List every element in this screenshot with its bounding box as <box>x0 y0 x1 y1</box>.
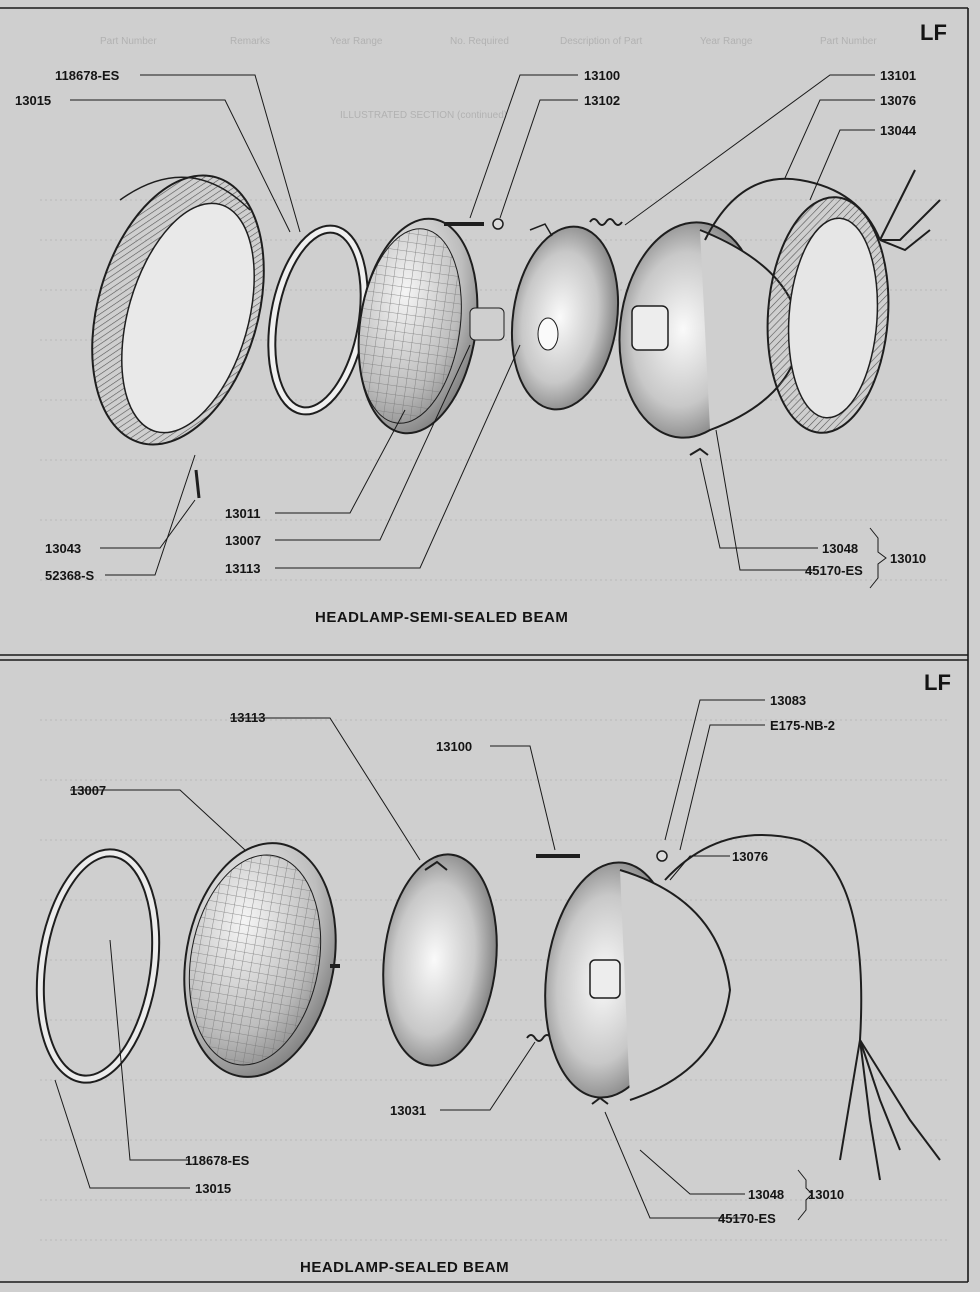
label-13010: 13010 <box>890 551 926 566</box>
label-13102: 13102 <box>584 93 620 108</box>
panel-frames <box>0 7 969 1283</box>
gasket-13044 <box>766 196 890 434</box>
lens-reflector-unit-13007 <box>357 217 505 435</box>
headlamp-door-13015 <box>35 848 161 1084</box>
ghost-header-col-1: Part Number <box>100 36 157 47</box>
label-13113: 13113 <box>230 710 265 725</box>
wiring-harness <box>704 169 941 252</box>
sealed-beam-unit-13007 <box>183 842 340 1078</box>
ghost-header-col-5: Description of Part <box>560 36 642 47</box>
label-13031: 13031 <box>390 1103 426 1118</box>
headlamp-housing-13076 <box>544 850 732 1105</box>
ghost-header-col-3: Year Range <box>330 36 383 47</box>
label-13083: 13083 <box>770 693 806 708</box>
panel-code: LF <box>924 670 951 695</box>
label-13011: 13011 <box>225 506 260 521</box>
label-13048: 13048 <box>748 1187 784 1202</box>
label-118678-es: 118678-ES <box>185 1153 250 1168</box>
leader-lines-top <box>70 74 887 589</box>
mounting-ring-13113 <box>382 853 498 1067</box>
label-13044: 13044 <box>880 123 917 138</box>
label-13007: 13007 <box>225 533 261 548</box>
label-e175-nb-2: E175-NB-2 <box>770 718 835 733</box>
headlamp-door-13015 <box>91 174 265 499</box>
label-13100: 13100 <box>436 739 472 754</box>
label-52368-s: 52368-S <box>45 568 94 583</box>
label-13015: 13015 <box>15 93 51 108</box>
leader-lines-bottom <box>54 699 813 1221</box>
panel-sealed-beam: LF <box>35 670 951 1276</box>
wiring-harness <box>664 834 941 1181</box>
label-13076: 13076 <box>732 849 768 864</box>
label-13015: 13015 <box>195 1181 231 1196</box>
label-13113: 13113 <box>225 561 260 576</box>
panel-title: HEADLAMP-SEALED BEAM <box>300 1259 509 1276</box>
label-13048: 13048 <box>822 541 858 556</box>
label-13043: 13043 <box>45 541 81 556</box>
label-13010: 13010 <box>808 1187 844 1202</box>
ghost-header-col-7: Part Number <box>820 36 877 47</box>
ghost-header-col-2: Remarks <box>230 36 270 47</box>
reflector-bulb-13113 <box>510 223 620 411</box>
label-13101: 13101 <box>880 68 916 83</box>
panel-semi-sealed: LF <box>15 20 947 626</box>
ghost-header-col-6: Year Range <box>700 36 753 47</box>
panel-title: HEADLAMP-SEMI-SEALED BEAM <box>315 609 568 626</box>
label-13007: 13007 <box>70 783 106 798</box>
adjusting-screw-13100 <box>444 218 623 230</box>
label-45170-es: 45170-ES <box>718 1211 776 1226</box>
label-45170-es: 45170-ES <box>805 563 863 578</box>
label-13076: 13076 <box>880 93 916 108</box>
label-13100: 13100 <box>584 68 620 83</box>
ghost-header-col-4: No. Required <box>450 36 509 47</box>
ghost-section-title: ILLUSTRATED SECTION (continued) <box>340 110 507 121</box>
panel-code: LF <box>920 20 947 45</box>
label-118678-es: 118678-ES <box>55 68 120 83</box>
